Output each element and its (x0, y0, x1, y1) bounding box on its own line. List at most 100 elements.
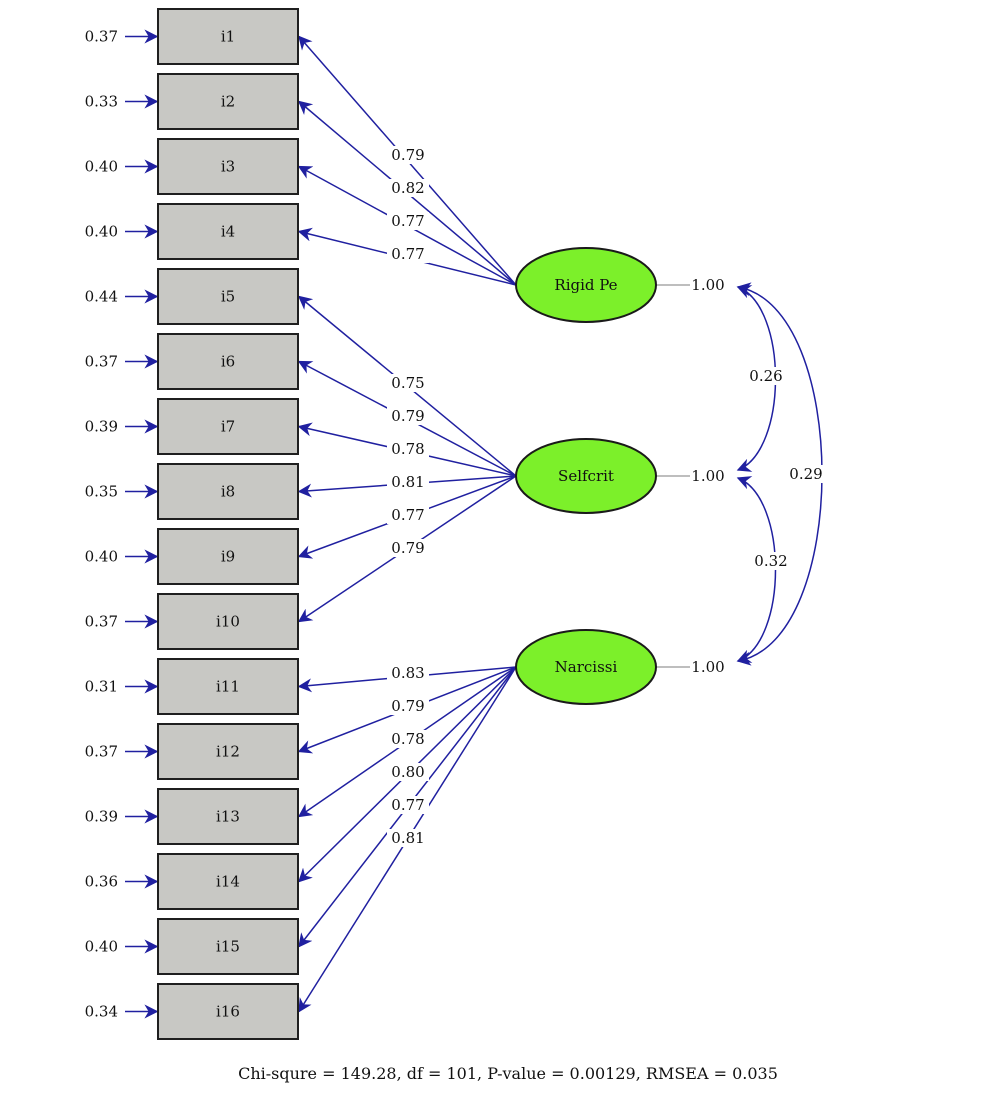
indicator-label: i9 (221, 548, 235, 566)
loading-label-bg (387, 763, 429, 781)
indicator-box-i1 (157, 8, 299, 65)
latent-label: Rigid Pe (554, 276, 617, 294)
latent-variance: 1.00 (691, 467, 724, 485)
loading-value: 0.80 (391, 763, 424, 781)
correlation-label-bg (751, 552, 791, 570)
latent-ellipse-1 (515, 438, 657, 514)
loading-value: 0.77 (391, 796, 424, 814)
loading-label-bg (387, 730, 429, 748)
loading-label-bg (387, 179, 429, 197)
loading-label-bg (387, 664, 429, 682)
indicator-label: i8 (221, 483, 235, 501)
correlation-value: 0.26 (749, 367, 782, 385)
latent-variance: 1.00 (691, 276, 724, 294)
loading-label-bg (387, 506, 429, 524)
indicator-box-i8 (157, 463, 299, 520)
loading-label-bg (387, 829, 429, 847)
loading-label-bg (387, 245, 429, 263)
indicator-label: i10 (216, 613, 240, 631)
error-variance: 0.33 (85, 93, 118, 111)
indicator-label: i5 (221, 288, 235, 306)
loading-label-bg (387, 212, 429, 230)
loading-value: 0.75 (391, 374, 424, 392)
loading-label-bg (387, 473, 429, 491)
error-variance: 0.39 (85, 808, 118, 826)
error-variance: 0.36 (85, 873, 118, 891)
loading-value: 0.78 (391, 440, 424, 458)
indicator-label: i3 (221, 158, 235, 176)
loading-value: 0.79 (391, 697, 424, 715)
indicator-box-i5 (157, 268, 299, 325)
indicator-label: i11 (216, 678, 240, 696)
indicator-label: i7 (221, 418, 235, 436)
indicator-label: i6 (221, 353, 235, 371)
indicator-label: i4 (221, 223, 235, 241)
indicator-label: i16 (216, 1003, 240, 1021)
loading-value: 0.83 (391, 664, 424, 682)
loading-value: 0.77 (391, 506, 424, 524)
loading-label-bg (387, 374, 429, 392)
loading-label-bg (387, 407, 429, 425)
indicator-box-i9 (157, 528, 299, 585)
indicator-box-i7 (157, 398, 299, 455)
correlation-label-bg (786, 465, 826, 483)
loading-value: 0.82 (391, 179, 424, 197)
loading-label-bg (387, 146, 429, 164)
indicator-box-i4 (157, 203, 299, 260)
indicator-box-i11 (157, 658, 299, 715)
loading-label-bg (387, 697, 429, 715)
loading-value: 0.77 (391, 212, 424, 230)
error-variance: 0.31 (85, 678, 118, 696)
indicator-box-i16 (157, 983, 299, 1040)
correlation-value: 0.29 (789, 465, 822, 483)
correlation-label-bg (746, 367, 786, 385)
indicator-box-i2 (157, 73, 299, 130)
loading-value: 0.79 (391, 407, 424, 425)
indicator-box-i15 (157, 918, 299, 975)
loading-value: 0.77 (391, 245, 424, 263)
indicators-layer: i1 i2 i3 i4 i5 i6 i7 i8 i9 i10 i11 i12 i13 i14 i15 i16 (157, 8, 299, 1040)
indicator-label: i12 (216, 743, 240, 761)
indicator-label: i2 (221, 93, 235, 111)
indicator-box-i14 (157, 853, 299, 910)
error-variance: 0.37 (85, 28, 118, 46)
indicator-box-i6 (157, 333, 299, 390)
indicator-box-i12 (157, 723, 299, 780)
latent-ellipse-0 (515, 247, 657, 323)
error-variance: 0.40 (85, 158, 118, 176)
indicator-label: i14 (216, 873, 240, 891)
error-variance: 0.37 (85, 353, 118, 371)
loading-label-bg (387, 796, 429, 814)
loading-value: 0.81 (391, 473, 424, 491)
error-variance: 0.39 (85, 418, 118, 436)
fit-statistics: Chi-squre = 149.28, df = 101, P-value = … (238, 1064, 778, 1083)
error-variance: 0.40 (85, 548, 118, 566)
correlation-value: 0.32 (754, 552, 787, 570)
indicator-box-i10 (157, 593, 299, 650)
labels-layer: 0.37 0.33 0.40 0.40 0.44 0.37 0.39 0.35 0.40 0.37… (85, 28, 826, 1021)
error-variance: 0.44 (85, 288, 118, 306)
latent-label: Selfcrit (558, 467, 614, 485)
latent-ellipse-2 (515, 629, 657, 705)
indicator-label: i13 (216, 808, 240, 826)
loading-value: 0.78 (391, 730, 424, 748)
loading-value: 0.79 (391, 539, 424, 557)
loading-label-bg (387, 539, 429, 557)
error-variance: 0.35 (85, 483, 118, 501)
error-variance: 0.40 (85, 223, 118, 241)
loading-value: 0.81 (391, 829, 424, 847)
loading-value: 0.79 (391, 146, 424, 164)
indicator-box-i13 (157, 788, 299, 845)
indicator-label: i1 (221, 28, 235, 46)
loading-label-bg (387, 440, 429, 458)
error-variance: 0.34 (85, 1003, 118, 1021)
latent-variance: 1.00 (691, 658, 724, 676)
indicator-box-i3 (157, 138, 299, 195)
indicator-label: i15 (216, 938, 240, 956)
error-variance: 0.37 (85, 613, 118, 631)
error-variance: 0.37 (85, 743, 118, 761)
latent-label: Narcissi (555, 658, 618, 676)
error-variance: 0.40 (85, 938, 118, 956)
